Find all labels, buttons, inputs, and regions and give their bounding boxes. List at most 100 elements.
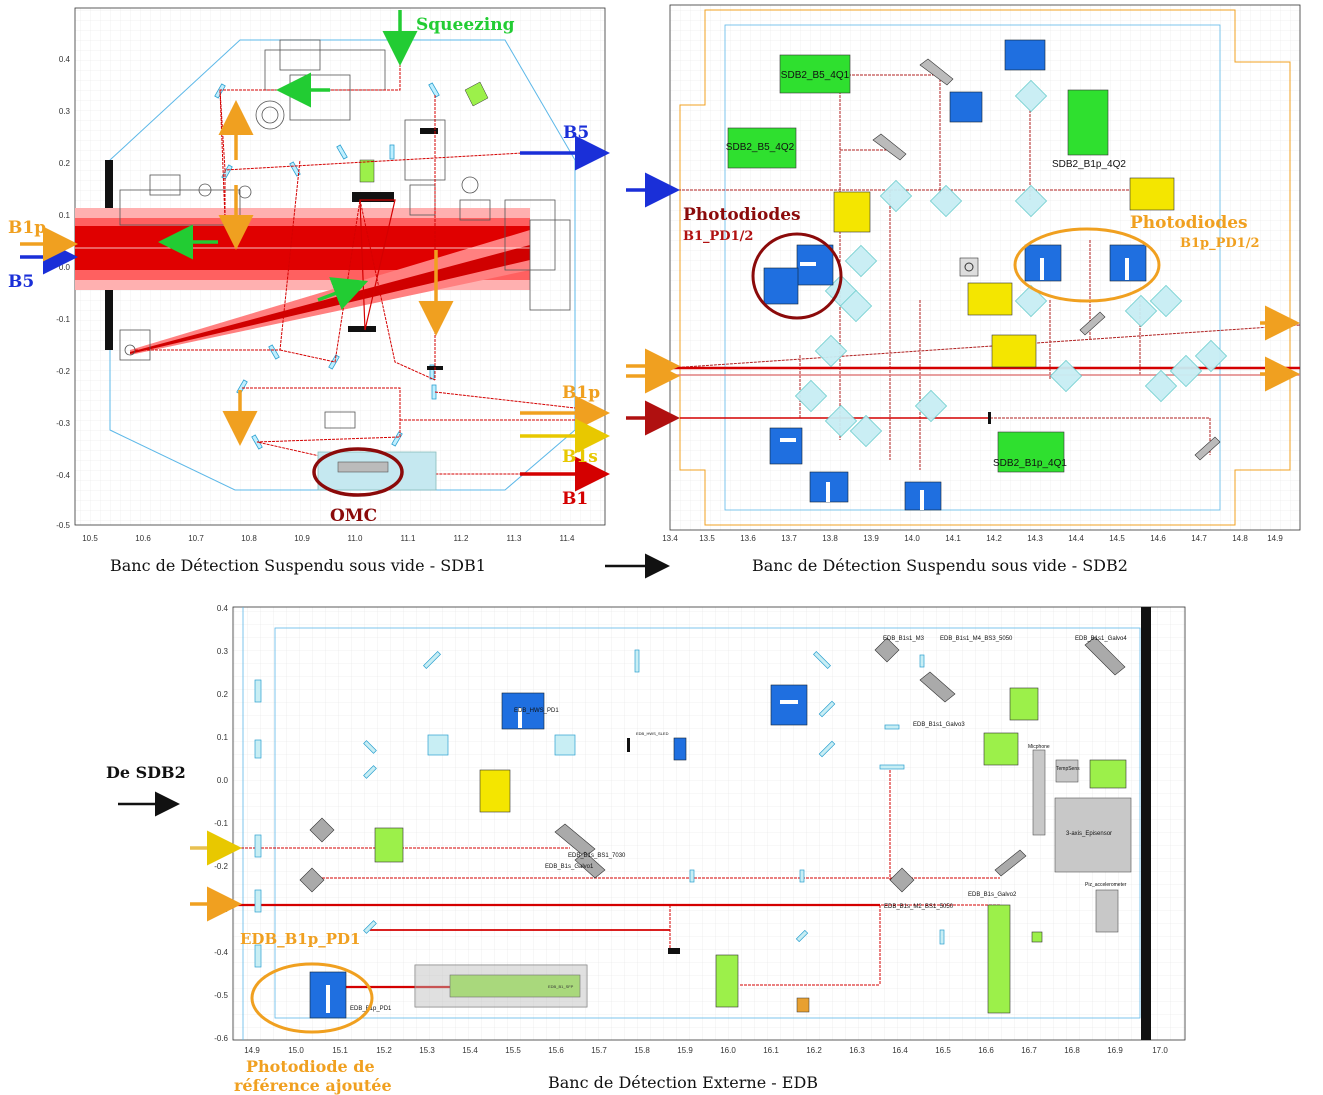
sdb1-y-ticks: 0.4 0.3 0.2 0.1 0.0 -0.1 -0.2 -0.3 -0.4 … bbox=[56, 55, 70, 530]
sdb2-yellow-boxes bbox=[833, 177, 1175, 368]
sdb1-xtick: 11.0 bbox=[348, 534, 364, 543]
sdb1-ytick: 0.4 bbox=[59, 55, 71, 64]
edb-mics-label: Micphone bbox=[1028, 744, 1050, 750]
edb-right-edge bbox=[1141, 607, 1151, 1040]
edb-y-ticks: 0.4 0.3 0.2 0.1 0.0 -0.1 -0.2 -0.3 -0.4 … bbox=[214, 604, 228, 1043]
edb-ytick: 0.2 bbox=[217, 690, 229, 699]
edb-xtick: 15.3 bbox=[419, 1046, 435, 1055]
squeezing-label: Squeezing bbox=[416, 15, 515, 35]
edb-xtick: 16.1 bbox=[763, 1046, 779, 1055]
sdb2-xtick: 13.8 bbox=[822, 534, 838, 543]
sdb2-mounts bbox=[872, 58, 1221, 461]
edb-sfp-enclosure-fill bbox=[415, 965, 587, 1007]
sdb1-beam-dump bbox=[352, 192, 394, 202]
edb-reference-pd-circle bbox=[250, 962, 374, 1034]
edb-tempsens-label: TempSens bbox=[1056, 766, 1080, 772]
sdb1-caption: Banc de Détection Suspendu sous vide - S… bbox=[110, 556, 486, 575]
edb-xtick: 16.4 bbox=[892, 1046, 908, 1055]
sdb1-xtick: 10.6 bbox=[135, 534, 151, 543]
edb-sensors bbox=[1032, 749, 1132, 933]
sdb1-ytick: 0.0 bbox=[59, 263, 71, 272]
sdb1-xtick: 11.4 bbox=[560, 534, 576, 543]
edb-x-ticks: 14.9 15.0 15.1 15.2 15.3 15.4 15.5 15.6 … bbox=[244, 1046, 1168, 1055]
sdb2-xtick: 14.3 bbox=[1027, 534, 1043, 543]
edb-xtick: 16.0 bbox=[720, 1046, 736, 1055]
edb-ytick: -0.1 bbox=[214, 819, 228, 828]
edb-xtick: 16.8 bbox=[1064, 1046, 1080, 1055]
b1p-right-label: B1p bbox=[562, 383, 600, 403]
edb-xtick: 16.7 bbox=[1021, 1046, 1037, 1055]
sdb1-omc-circle bbox=[312, 447, 404, 497]
edb-b1s-m4-label: EDB_B1s1_M4_BS3_5050 bbox=[940, 636, 1013, 642]
sdb1-green-diamond bbox=[464, 81, 489, 107]
edb-bench-outline bbox=[274, 627, 1141, 1019]
sdb2-b5-4q1-label: SDB2_B5_4Q1 bbox=[781, 70, 850, 81]
sdb2-xtick: 14.9 bbox=[1267, 534, 1283, 543]
sdb1-beam-dump-2 bbox=[348, 326, 376, 332]
sdb1-mechanics bbox=[119, 39, 571, 429]
sdb2-round-mount bbox=[964, 262, 974, 272]
pd-b1p-subtitle: B1p_PD1/2 bbox=[1180, 236, 1260, 251]
pd-b1p-title: Photodiodes bbox=[1130, 213, 1248, 233]
edb-piezo-label: Piz_accelerometer bbox=[1085, 882, 1127, 888]
edb-ytick: -0.2 bbox=[214, 862, 228, 871]
edb-xtick: 16.5 bbox=[935, 1046, 951, 1055]
sdb1-ytick: -0.5 bbox=[56, 521, 70, 530]
sdb2-xtick: 13.9 bbox=[863, 534, 879, 543]
edb-xtick: 15.4 bbox=[462, 1046, 478, 1055]
sdb2-photodiode-slots bbox=[780, 258, 1129, 510]
sdb1-ytick: 0.1 bbox=[59, 211, 71, 220]
sdb1-xtick: 10.5 bbox=[82, 534, 98, 543]
sdb1-xtick: 10.7 bbox=[188, 534, 204, 543]
sdb2-xtick: 13.6 bbox=[740, 534, 756, 543]
photodiode-label-line2: référence ajoutée bbox=[234, 1076, 392, 1095]
edb-yellow-box bbox=[479, 769, 511, 813]
omc-label: OMC bbox=[330, 506, 377, 526]
b5-right-label: B5 bbox=[563, 123, 589, 143]
b1p-left-label: B1p bbox=[8, 218, 46, 238]
edb-sled-mark bbox=[627, 738, 630, 752]
edb-xtick: 15.6 bbox=[548, 1046, 564, 1055]
sdb2-b5-4q1-box bbox=[779, 54, 851, 94]
sdb2-xtick: 14.2 bbox=[986, 534, 1002, 543]
edb-ytick: 0.4 bbox=[217, 604, 229, 613]
edb-xtick: 15.8 bbox=[634, 1046, 650, 1055]
edb-ytick: -0.5 bbox=[214, 991, 228, 1000]
edb-hws-sled-label: EDB_HWS_SLED bbox=[636, 731, 669, 736]
sdb2-caption: Banc de Détection Suspendu sous vide - S… bbox=[752, 556, 1128, 575]
sdb2-xtick: 13.7 bbox=[781, 534, 797, 543]
sdb1-green-box bbox=[359, 159, 375, 183]
sdb1-triangle-beam bbox=[359, 199, 396, 331]
sdb2-b1p-4q2-label: SDB2_B1p_4Q2 bbox=[1052, 159, 1126, 170]
edb-plot-area bbox=[232, 606, 1186, 1041]
edb-sfp-label: EDB_B1_SFP bbox=[548, 984, 574, 989]
edb-xtick: 15.5 bbox=[505, 1046, 521, 1055]
edb-xtick: 16.3 bbox=[849, 1046, 865, 1055]
edb-b1s-galvo4-label: EDB_B1s1_Galvo4 bbox=[1075, 636, 1127, 642]
sdb2-outer-outline bbox=[679, 9, 1291, 526]
edb-b1s-m3-label: EDB_B1s1_M3 bbox=[883, 636, 925, 642]
sdb1-ytick: -0.2 bbox=[56, 367, 70, 376]
edb-b1s-7030-label: EDB_B1s_BS1_7030 bbox=[568, 853, 626, 859]
sdb1-xtick: 10.9 bbox=[294, 534, 310, 543]
edb-ytick: -0.3 bbox=[214, 905, 228, 914]
sdb2-photodiodes bbox=[763, 39, 1147, 511]
edb-beam-dump bbox=[668, 948, 680, 954]
sdb1-xtick: 11.1 bbox=[401, 534, 417, 543]
edb-xtick: 15.1 bbox=[332, 1046, 348, 1055]
edb-b1p-pd1-label: EDB_B1p_PD1 bbox=[240, 930, 360, 948]
edb-xtick: 15.9 bbox=[677, 1046, 693, 1055]
edb-b1s-galvo1-label: EDB_B1s_Galvo1 bbox=[545, 864, 594, 870]
sdb2-green-boxes: SDB2_B5_4Q1 SDB2_B5_4Q2 SDB2_B1p_4Q2 SDB… bbox=[726, 54, 1126, 473]
edb-xtick: 17.0 bbox=[1152, 1046, 1168, 1055]
edb-ytick: -0.4 bbox=[214, 948, 228, 957]
sdb1-dump-3 bbox=[420, 128, 438, 134]
edb-xtick: 15.7 bbox=[591, 1046, 607, 1055]
sdb1-ytick: -0.3 bbox=[56, 419, 70, 428]
sdb2-x-ticks: 13.4 13.5 13.6 13.7 13.8 13.9 14.0 14.1 … bbox=[662, 534, 1283, 543]
sdb1-ytick: -0.1 bbox=[56, 315, 70, 324]
edb-orange-part bbox=[796, 997, 810, 1013]
pd-b1-title: Photodiodes bbox=[683, 205, 801, 225]
sdb2-b5-4q2-box bbox=[727, 127, 797, 169]
sdb2-xtick: 13.4 bbox=[662, 534, 678, 543]
